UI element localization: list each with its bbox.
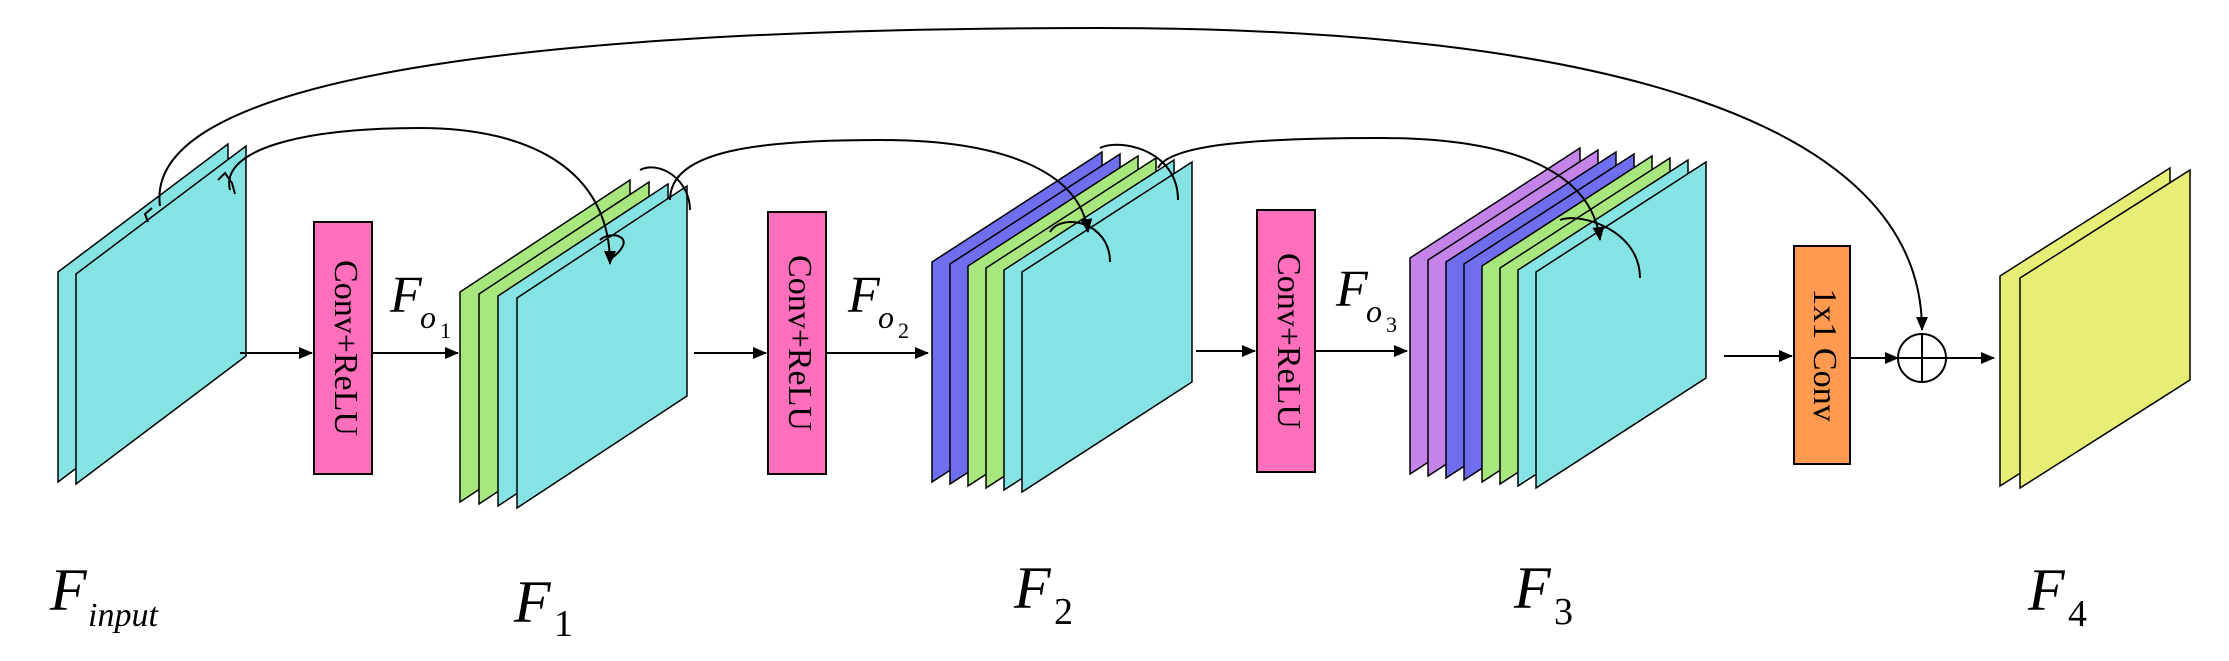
label-f-input: F input	[49, 557, 159, 634]
label-f4: F 4	[2027, 557, 2087, 635]
label-f-o1: F o 1	[389, 267, 451, 343]
svg-text:F: F	[1335, 261, 1369, 318]
svg-text:F: F	[847, 267, 881, 324]
feature-map-input-1	[75, 144, 247, 486]
feature-stack-f2	[931, 150, 1193, 494]
conv-relu-box-3: Conv+ReLU	[1256, 209, 1316, 473]
flow-arrows	[240, 345, 1995, 364]
svg-text:F: F	[513, 569, 552, 635]
svg-text:2: 2	[898, 318, 909, 343]
svg-text:1: 1	[440, 318, 451, 343]
feature-map-f2-5	[1021, 160, 1193, 494]
feature-map-f1-3	[516, 184, 688, 510]
conv-relu-box-2: Conv+ReLU	[767, 211, 827, 475]
label-f3: F 3	[1513, 555, 1573, 633]
svg-text:Conv+ReLU: Conv+ReLU	[327, 260, 364, 436]
feature-stack-f4	[1999, 166, 2191, 490]
svg-text:o: o	[878, 299, 894, 335]
label-f1: F 1	[513, 569, 573, 645]
svg-text:1: 1	[554, 603, 573, 645]
conv-relu-box-1: Conv+ReLU	[313, 221, 373, 475]
svg-text:2: 2	[1054, 591, 1073, 633]
label-f-o2: F o 2	[847, 267, 909, 343]
label-f-o3: F o 3	[1335, 261, 1397, 337]
svg-text:o: o	[420, 299, 436, 335]
svg-text:input: input	[88, 597, 159, 634]
label-f2: F 2	[1013, 555, 1073, 633]
svg-text:Conv+ReLU: Conv+ReLU	[1270, 253, 1307, 429]
svg-text:o: o	[1366, 293, 1382, 329]
svg-text:F: F	[49, 557, 88, 623]
skip-connections	[143, 26, 1928, 331]
svg-text:Conv+ReLU: Conv+ReLU	[781, 255, 818, 431]
svg-text:4: 4	[2068, 593, 2087, 635]
feature-stack-f3	[1409, 146, 1707, 490]
svg-text:F: F	[389, 267, 423, 324]
feature-map-f3-7	[1535, 160, 1707, 490]
svg-text:F: F	[1013, 555, 1052, 621]
svg-text:3: 3	[1554, 591, 1573, 633]
svg-text:F: F	[1513, 555, 1552, 621]
sum-node	[1897, 333, 1947, 383]
feature-stack-input	[57, 142, 247, 486]
svg-text:F: F	[2027, 557, 2066, 623]
conv-1x1-box: 1x1 Conv	[1793, 245, 1851, 465]
svg-text:3: 3	[1386, 312, 1397, 337]
feature-map-f4-1	[2019, 168, 2191, 490]
feature-stack-f1	[459, 178, 688, 510]
svg-text:1x1 Conv: 1x1 Conv	[1806, 288, 1843, 421]
